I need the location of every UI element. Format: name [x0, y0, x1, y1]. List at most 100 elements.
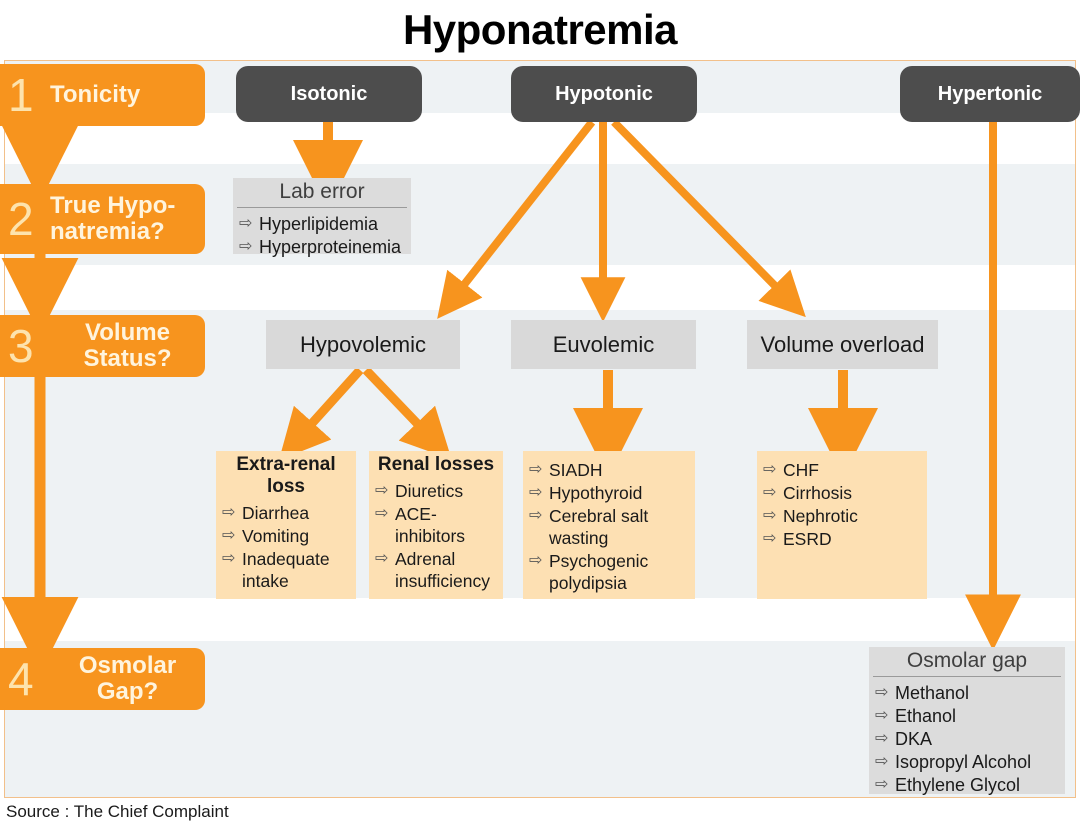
list-item: ⇨ Diarrhea	[222, 502, 352, 524]
arrow-bullet-icon: ⇨	[763, 461, 777, 478]
arrow-bullet-icon: ⇨	[875, 753, 889, 770]
step-banner-3[interactable]: 3 Volume Status?	[0, 315, 205, 377]
list-item: ⇨ Hyperlipidemia	[239, 213, 407, 235]
volume-status-euvolemic[interactable]: Euvolemic	[511, 320, 696, 369]
cause-list: ⇨ CHF ⇨ Cirrhosis ⇨ Nephrotic ⇨ ESRD	[757, 451, 927, 555]
osmolar-gap-header: Osmolar gap	[906, 649, 1028, 672]
list-item: ⇨ Diuretics	[375, 480, 499, 502]
list-item: ⇨ Cirrhosis	[763, 482, 923, 504]
list-item-label: Hypothyroid	[549, 483, 643, 503]
cause-box-euvolemic: ⇨ SIADH ⇨ Hypothyroid ⇨ Cerebral salt wa…	[523, 451, 695, 599]
pill-label: Hypertonic	[937, 82, 1043, 105]
list-item-label: Methanol	[895, 683, 970, 703]
list-item: ⇨ Vomiting	[222, 525, 352, 547]
arrow-bullet-icon: ⇨	[222, 527, 236, 544]
divider	[873, 676, 1061, 677]
volume-status-hypovolemic[interactable]: Hypovolemic	[266, 320, 460, 369]
pill-label: Hypotonic	[555, 82, 653, 105]
tonicity-isotonic[interactable]: Isotonic	[236, 66, 422, 122]
osmolar-gap-box: Osmolar gap ⇨ Methanol ⇨ Ethanol ⇨ DKA ⇨…	[869, 647, 1065, 795]
list-item-label: Ethylene Glycol	[895, 775, 1021, 795]
arrow-bullet-icon: ⇨	[222, 550, 236, 567]
arrow-bullet-icon: ⇨	[529, 507, 543, 524]
arrow-bullet-icon: ⇨	[239, 238, 253, 255]
arrow-bullet-icon: ⇨	[239, 215, 253, 232]
arrow-bullet-icon: ⇨	[875, 730, 889, 747]
step-number: 4	[8, 653, 34, 705]
cause-box-volume-overload: ⇨ CHF ⇨ Cirrhosis ⇨ Nephrotic ⇨ ESRD	[757, 451, 927, 599]
list-item-label: Adrenal insufficiency	[395, 549, 491, 591]
list-item: ⇨ ACE-inhibitors	[375, 503, 499, 547]
gbox-label: Hypovolemic	[300, 331, 426, 357]
pill-label: Isotonic	[290, 82, 368, 105]
cause-list: ⇨ Diarrhea ⇨ Vomiting ⇨ Inadequate intak…	[216, 500, 356, 597]
list-item: ⇨ Inadequate intake	[222, 548, 352, 592]
arrow-bullet-icon: ⇨	[529, 461, 543, 478]
cause-box-header: Renal losses	[377, 454, 495, 475]
list-item: ⇨ Isopropyl Alcohol	[875, 751, 1061, 773]
list-item-label: ACE-inhibitors	[395, 504, 466, 546]
list-item: ⇨ Cerebral salt wasting	[529, 505, 691, 549]
arrow-bullet-icon: ⇨	[375, 550, 389, 567]
list-item: ⇨ Adrenal insufficiency	[375, 548, 499, 592]
list-item-label: DKA	[895, 729, 933, 749]
arrow-bullet-icon: ⇨	[875, 684, 889, 701]
lab-error-box: Lab error ⇨ Hyperlipidemia ⇨ Hyperprotei…	[233, 178, 411, 257]
list-item: ⇨ Hypothyroid	[529, 482, 691, 504]
divider	[237, 207, 407, 208]
arrow-bullet-icon: ⇨	[875, 776, 889, 793]
arrow-bullet-icon: ⇨	[222, 504, 236, 521]
lab-error-list: ⇨ Hyperlipidemia ⇨ Hyperproteinemia	[233, 211, 411, 263]
step-label: Osmolar Gap?	[78, 652, 177, 705]
list-item-label: Cerebral salt wasting	[549, 506, 649, 548]
list-item: ⇨ SIADH	[529, 459, 691, 481]
list-item-label: Diuretics	[395, 481, 464, 501]
list-item-label: Psychogenic polydipsia	[549, 551, 649, 593]
list-item: ⇨ DKA	[875, 728, 1061, 750]
cause-box-renal-losses: Renal losses ⇨ Diuretics ⇨ ACE-inhibitor…	[369, 451, 503, 599]
step-banner-1[interactable]: 1 Tonicity	[0, 64, 205, 126]
arrow-bullet-icon: ⇨	[763, 507, 777, 524]
step-label: True Hypo- natremia?	[50, 192, 176, 245]
list-item: ⇨ ESRD	[763, 528, 923, 550]
step-label: Tonicity	[50, 81, 141, 108]
list-item-label: Hyperproteinemia	[259, 237, 402, 257]
list-item-label: Cirrhosis	[783, 483, 853, 503]
step-label: Volume Status?	[83, 319, 172, 372]
source-caption: Source : The Chief Complaint	[6, 802, 229, 821]
list-item-label: Ethanol	[895, 706, 957, 726]
gbox-label: Euvolemic	[552, 331, 655, 357]
arrow-bullet-icon: ⇨	[529, 552, 543, 569]
volume-status-volume-overload[interactable]: Volume overload	[747, 320, 938, 369]
arrow-bullet-icon: ⇨	[763, 530, 777, 547]
step-number: 2	[8, 193, 34, 245]
tonicity-hypertonic[interactable]: Hypertonic	[900, 66, 1080, 122]
step-number: 1	[8, 69, 34, 121]
cause-list: ⇨ Diuretics ⇨ ACE-inhibitors ⇨ Adrenal i…	[369, 478, 503, 597]
arrow-bullet-icon: ⇨	[529, 484, 543, 501]
page-title: Hyponatremia	[402, 6, 678, 53]
list-item: ⇨ Hyperproteinemia	[239, 236, 407, 258]
arrow-bullet-icon: ⇨	[875, 707, 889, 724]
list-item: ⇨ CHF	[763, 459, 923, 481]
step-banner-2[interactable]: 2 True Hypo- natremia?	[0, 184, 205, 254]
step-banner-4[interactable]: 4 Osmolar Gap?	[0, 648, 205, 710]
arrow-bullet-icon: ⇨	[375, 482, 389, 499]
list-item-label: Inadequate intake	[242, 549, 330, 591]
list-item-label: Hyperlipidemia	[259, 214, 379, 234]
cause-box-header: Extra-renal loss	[236, 454, 336, 497]
list-item-label: SIADH	[549, 460, 603, 480]
list-item-label: CHF	[783, 460, 819, 480]
list-item-label: Diarrhea	[242, 503, 310, 523]
osmolar-gap-list: ⇨ Methanol ⇨ Ethanol ⇨ DKA ⇨ Isopropyl A…	[869, 680, 1065, 801]
gbox-label: Volume overload	[760, 331, 925, 357]
list-item: ⇨ Ethylene Glycol	[875, 774, 1061, 796]
tonicity-hypotonic[interactable]: Hypotonic	[511, 66, 697, 122]
list-item: ⇨ Nephrotic	[763, 505, 923, 527]
lab-error-header: Lab error	[279, 180, 365, 203]
list-item: ⇨ Psychogenic polydipsia	[529, 550, 691, 594]
step-number: 3	[8, 320, 34, 372]
list-item-label: Vomiting	[242, 526, 310, 546]
list-item-label: Nephrotic	[783, 506, 858, 526]
